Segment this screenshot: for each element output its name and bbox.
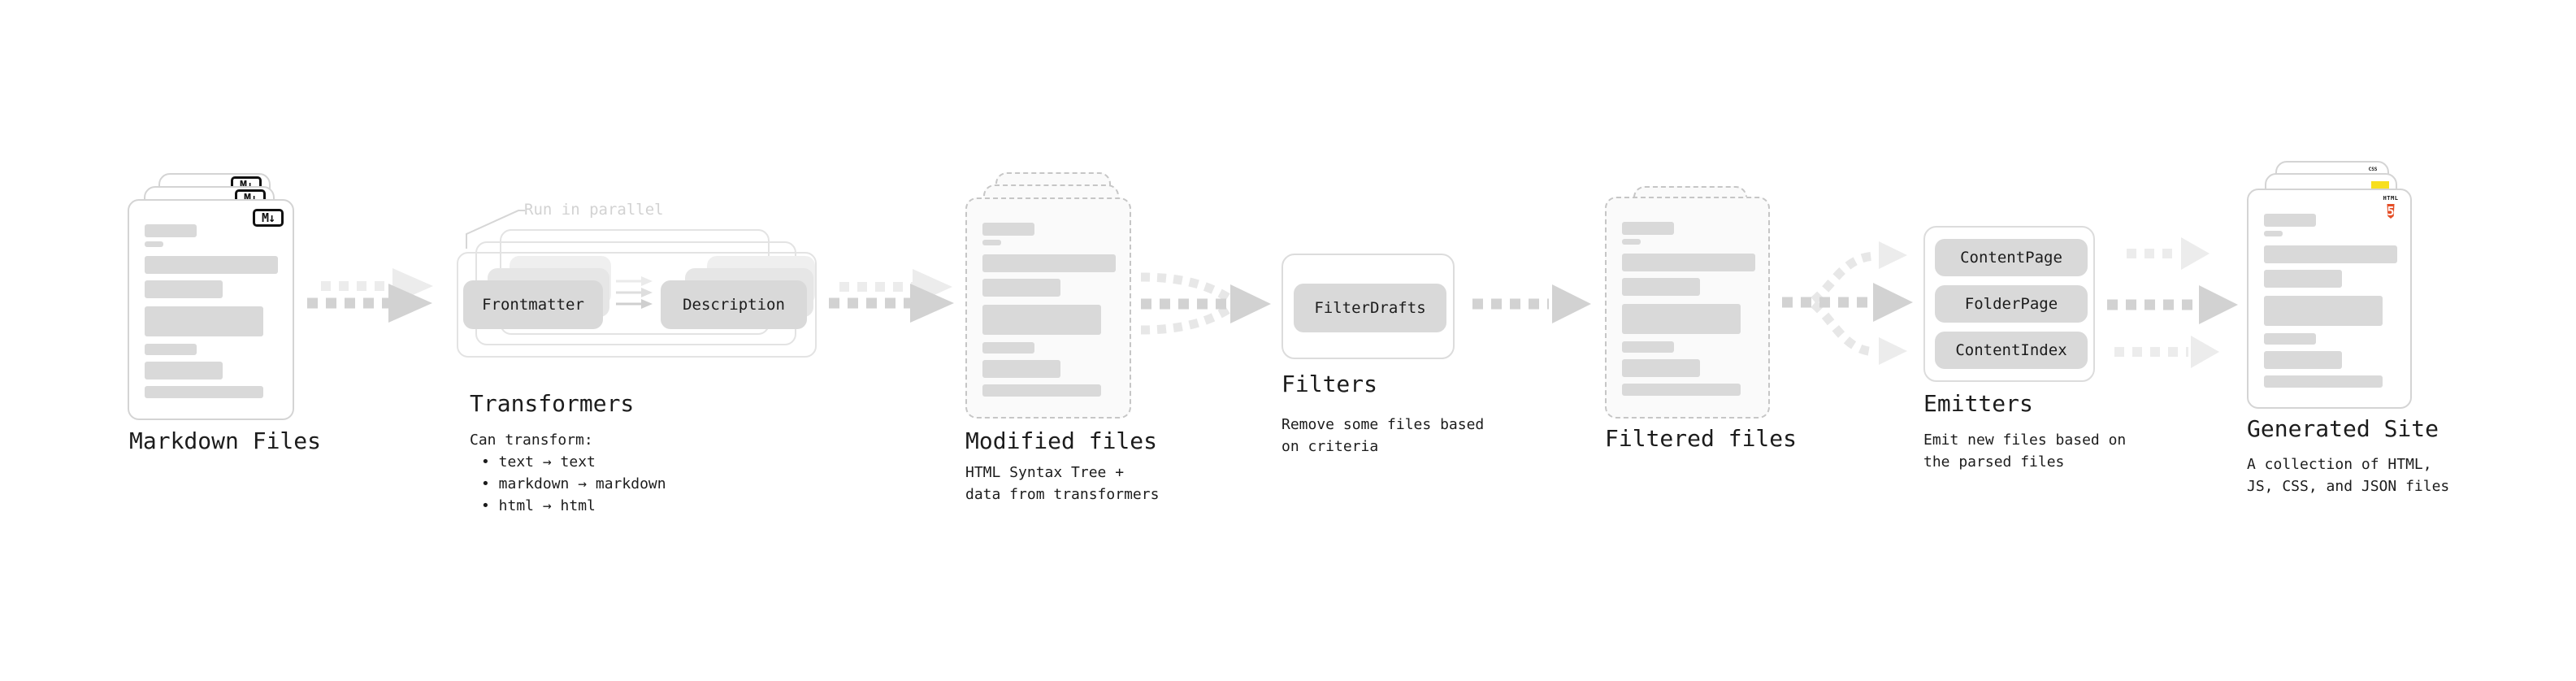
generated-site-stack: CSS HTML 5: [2247, 161, 2412, 409]
html5-icon-shield: 5: [2387, 204, 2395, 219]
generated-site-label: Generated Site: [2247, 415, 2439, 442]
run-in-parallel-annotation: Run in parallel: [524, 201, 664, 219]
description-bullet: • markdown → markdown: [481, 475, 666, 492]
description-line: Remove some files based: [1281, 416, 1485, 433]
skeleton-bar: [1622, 222, 1674, 235]
markdown-icon: M↓: [253, 209, 284, 227]
skeleton-bar: [2264, 270, 2342, 288]
skeleton-bar: [2264, 351, 2342, 369]
arrow-transformers-to-modified: [829, 269, 954, 323]
arrow-emitters-to-site: [2107, 237, 2238, 368]
filter-pill-filterdrafts: FilterDrafts: [1294, 284, 1446, 332]
skeleton-bar: [2264, 231, 2283, 236]
css-icon: CSS: [2366, 167, 2379, 172]
skeleton-bar: [1622, 239, 1641, 245]
filtered-files-label: Filtered files: [1605, 425, 1798, 452]
skeleton-bar: [145, 256, 278, 274]
markdown-file-card-front: M↓: [128, 199, 294, 420]
arrow-filters-to-filtered: [1472, 284, 1591, 323]
skeleton-bar: [982, 305, 1101, 335]
skeleton-bar: [982, 254, 1116, 272]
skeleton-bar: [2264, 296, 2383, 326]
parallel-arrows-icon: [616, 276, 653, 309]
skeleton-bar: [145, 241, 163, 247]
description-line: HTML Syntax Tree +: [965, 464, 1125, 481]
description-line: JS, CSS, and JSON files: [2247, 478, 2450, 495]
arrow-markdown-to-transformers: [307, 268, 433, 323]
skeleton-bar: [2264, 245, 2397, 263]
filters-description: Remove some files based on criteria: [1281, 414, 1484, 458]
description-line: Emit new files based on: [1923, 432, 2127, 449]
skeleton-bar: [1622, 341, 1674, 353]
emitters-description: Emit new files based on the parsed files: [1923, 429, 2126, 473]
skeleton-bar: [145, 224, 197, 237]
description-bullet: • html → html: [481, 497, 596, 514]
site-file-card-html: HTML 5: [2247, 189, 2412, 409]
emitter-pill-contentindex: ContentIndex: [1935, 332, 2088, 369]
skeleton-bar: [982, 360, 1060, 378]
skeleton-bar: [982, 240, 1001, 245]
html5-icon: HTML 5: [2381, 195, 2400, 221]
transformer-pill-frontmatter: Frontmatter: [463, 280, 603, 329]
description-line: the parsed files: [1923, 453, 2065, 471]
description-line: Can transform:: [470, 432, 593, 449]
skeleton-bar: [2264, 375, 2383, 388]
description-line: on criteria: [1281, 438, 1379, 455]
skeleton-bar: [1622, 278, 1700, 296]
skeleton-bar: [982, 384, 1101, 397]
skeleton-bar: [145, 306, 263, 336]
transformers-description: Can transform: • text → text • markdown …: [470, 429, 666, 517]
generated-site-description: A collection of HTML, JS, CSS, and JSON …: [2247, 453, 2449, 497]
skeleton-bar: [1622, 384, 1741, 396]
filtered-files-stack: [1605, 186, 1770, 419]
markdown-files-label: Markdown Files: [129, 427, 322, 454]
skeleton-bar: [2264, 214, 2316, 227]
annotation-callout-line: [466, 210, 525, 249]
skeleton-bar: [145, 280, 223, 298]
html5-icon-label: HTML: [2383, 195, 2399, 202]
skeleton-bar: [982, 279, 1060, 297]
skeleton-bar: [982, 342, 1034, 354]
description-line: A collection of HTML,: [2247, 456, 2432, 473]
skeleton-bar: [145, 386, 263, 398]
transformers-group-front: [457, 252, 817, 358]
transformers-label: Transformers: [470, 390, 635, 417]
description-line: data from transformers: [965, 486, 1160, 503]
js-icon: [2371, 181, 2389, 190]
modified-files-stack: [965, 172, 1131, 419]
description-bullet: • text → text: [481, 453, 596, 471]
markdown-files-stack: M↓ M↓ M↓: [128, 173, 294, 420]
emitter-pill-contentpage: ContentPage: [1935, 239, 2088, 276]
filtered-file-card-front: [1605, 197, 1770, 419]
arrow-filtered-to-emitters-fanout: [1782, 241, 1913, 365]
modified-files-label: Modified files: [965, 427, 1158, 454]
skeleton-bar: [1622, 304, 1741, 334]
skeleton-bar: [2264, 333, 2316, 345]
skeleton-bar: [145, 362, 223, 380]
modified-file-card-front: [965, 197, 1131, 419]
emitters-panel: ContentPage FolderPage ContentIndex: [1923, 226, 2095, 382]
skeleton-bar: [145, 344, 197, 355]
css-icon-label: CSS: [2368, 167, 2378, 172]
modified-files-description: HTML Syntax Tree + data from transformer…: [965, 462, 1159, 505]
arrow-modified-to-filters-merge: [1140, 272, 1271, 335]
filters-panel: FilterDrafts: [1281, 254, 1455, 359]
skeleton-bar: [982, 223, 1034, 236]
filters-label: Filters: [1281, 371, 1378, 397]
emitter-pill-folderpage: FolderPage: [1935, 285, 2088, 323]
skeleton-bar: [1622, 359, 1700, 377]
emitters-label: Emitters: [1923, 390, 2033, 417]
transformer-pill-description: Description: [661, 280, 807, 329]
skeleton-bar: [1622, 254, 1755, 271]
